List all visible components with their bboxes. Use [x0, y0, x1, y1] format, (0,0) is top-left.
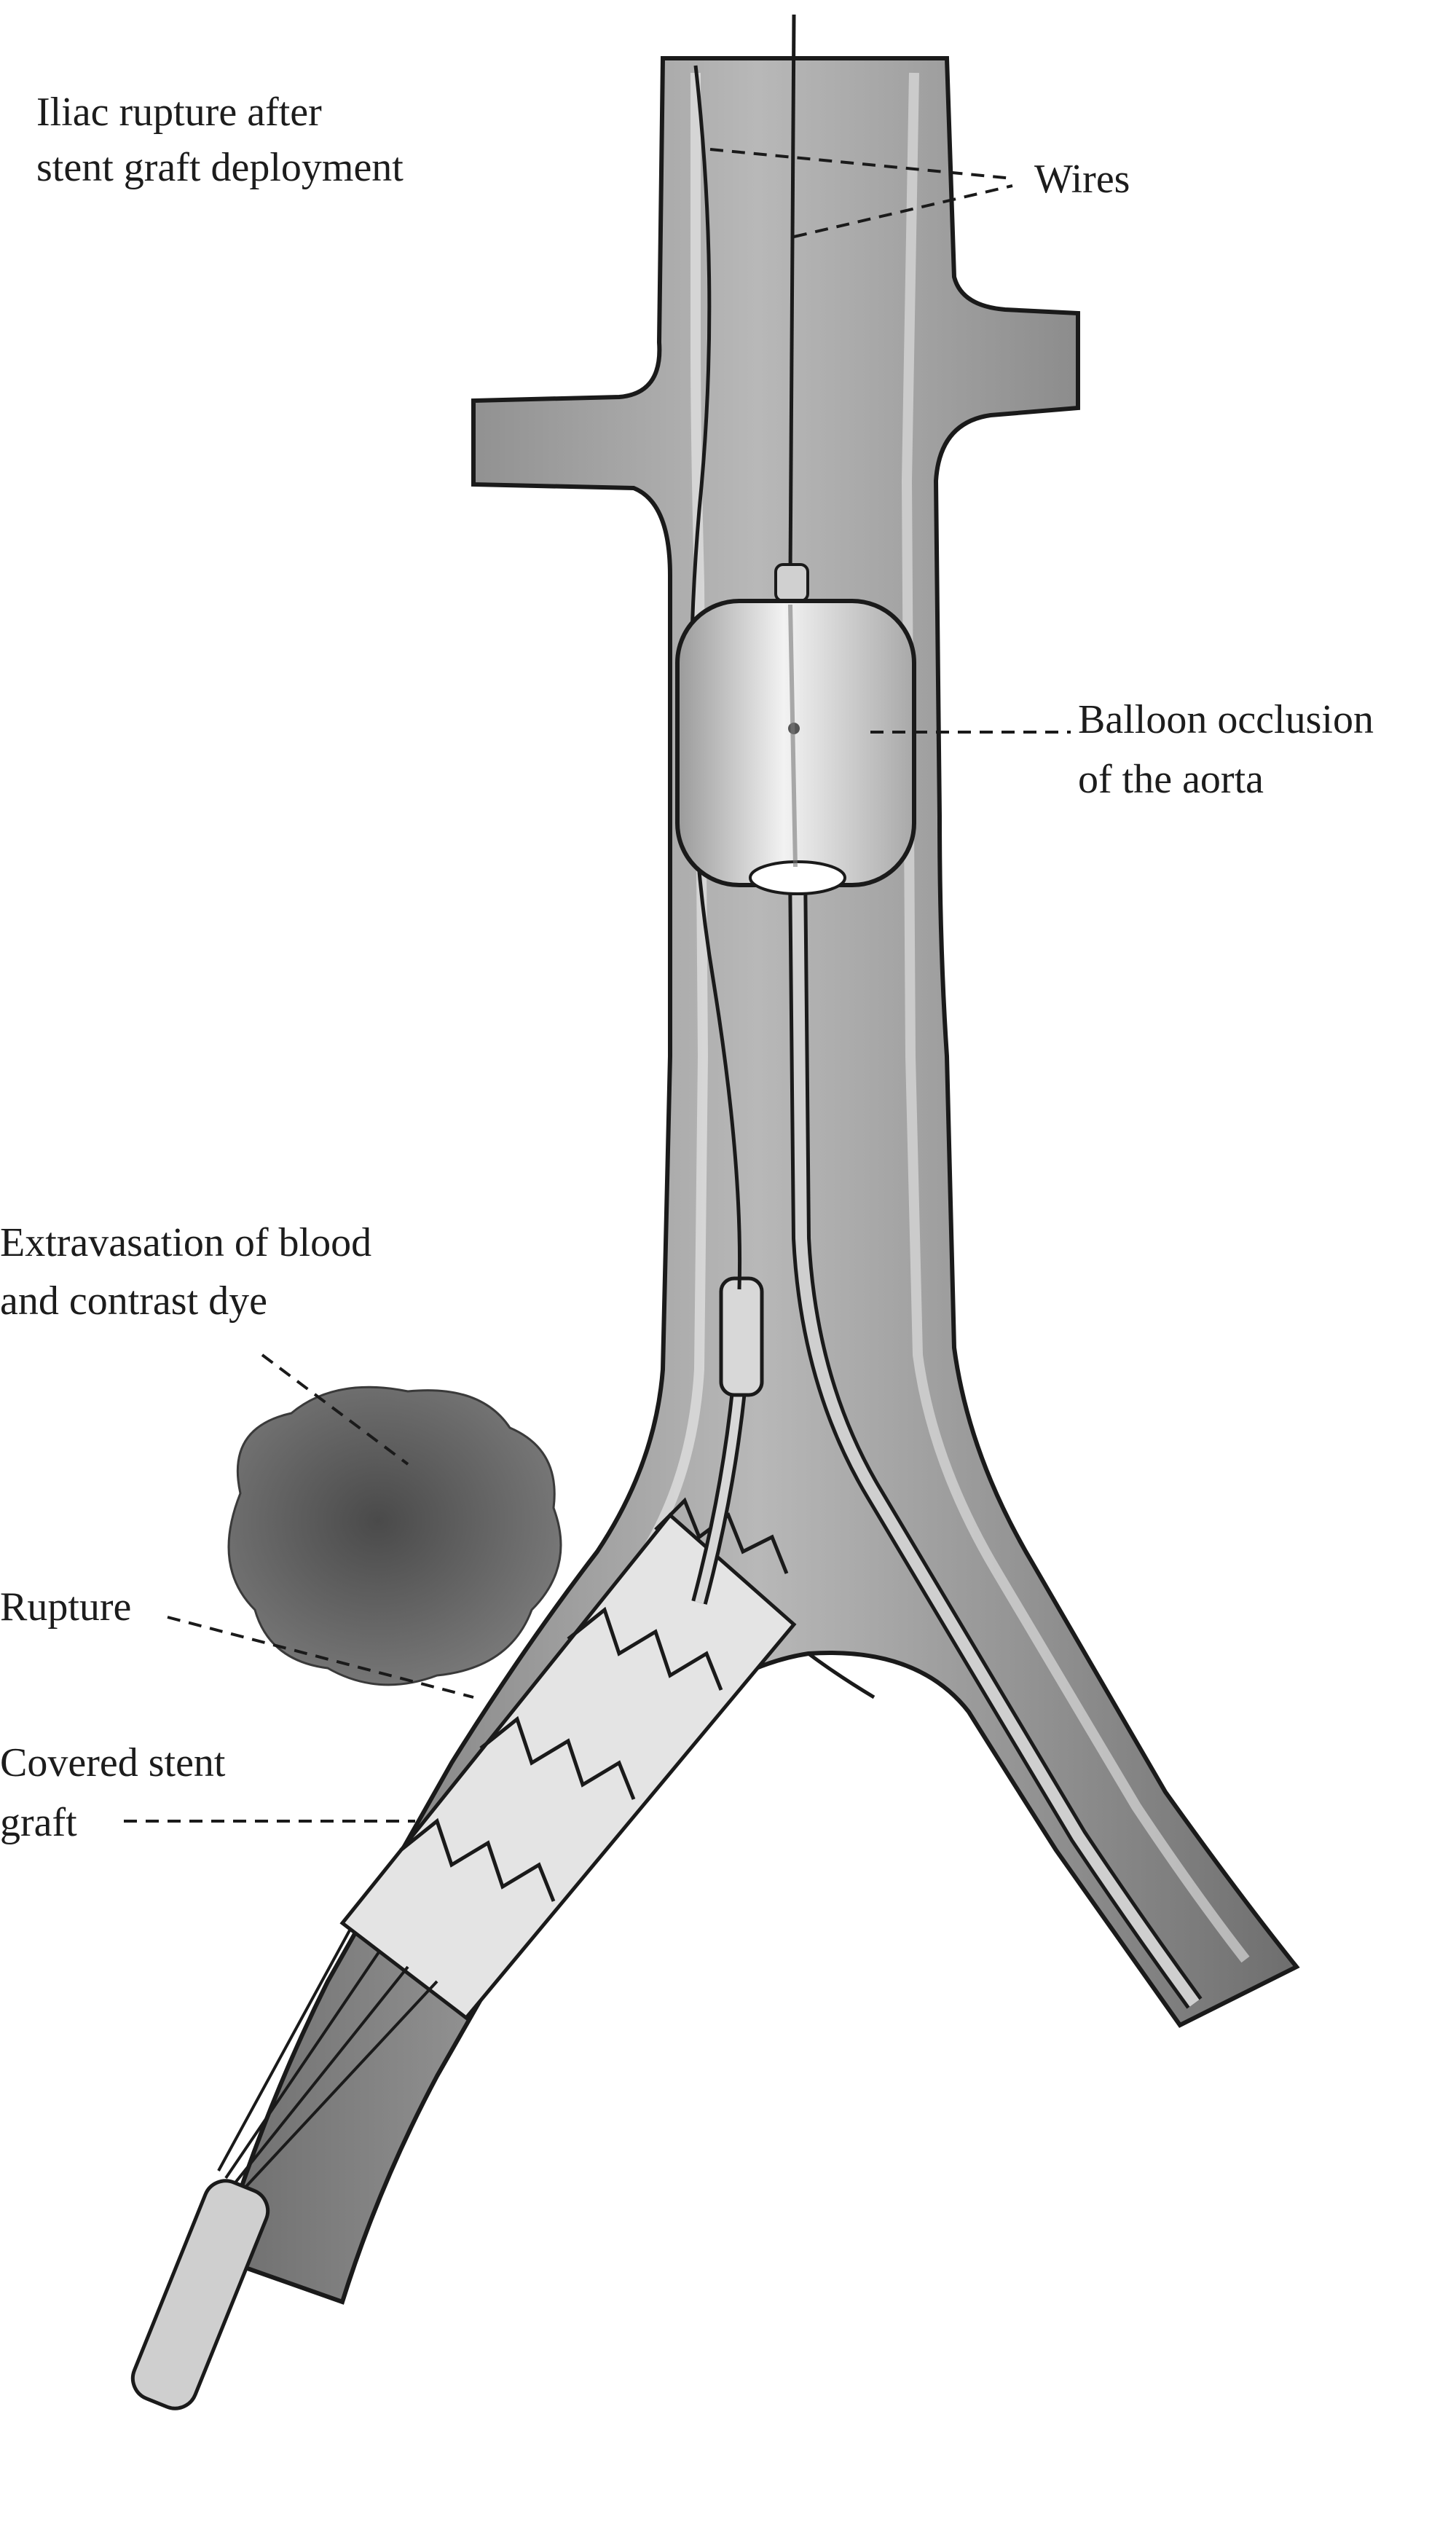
aorta — [219, 58, 1296, 2302]
label-stent-line1: Covered stent — [0, 1738, 225, 1788]
occlusion-balloon — [677, 565, 914, 894]
label-balloon-line1: Balloon occlusion — [1078, 695, 1374, 744]
figure-title-line1: Iliac rupture after — [36, 87, 322, 137]
figure-title-line2: stent graft deployment — [36, 143, 404, 192]
label-balloon-line2: of the aorta — [1078, 755, 1264, 804]
label-extravasation-line1: Extravasation of blood — [0, 1218, 371, 1268]
label-stent-line2: graft — [0, 1798, 77, 1847]
label-wires: Wires — [1034, 154, 1130, 204]
label-rupture: Rupture — [0, 1582, 131, 1632]
label-extravasation-line2: and contrast dye — [0, 1276, 267, 1326]
extravasation-cloud — [229, 1387, 561, 1685]
